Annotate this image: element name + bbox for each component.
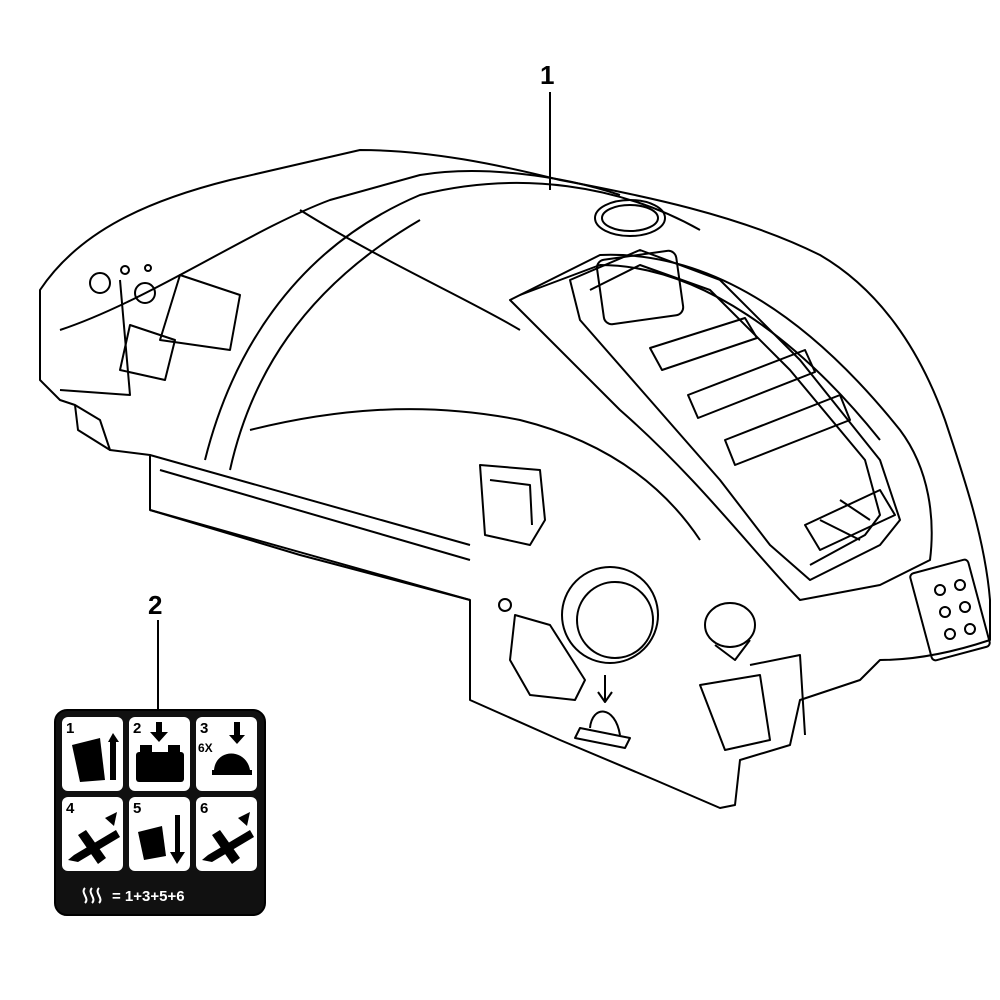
decal-cell-3-extra: 6X bbox=[198, 741, 213, 755]
body-press-down-icon bbox=[136, 722, 184, 782]
instruction-decal-part: 1 2 3 6X 4 5 6 bbox=[54, 709, 266, 916]
engine-cover-part bbox=[39, 149, 991, 809]
decal-cell-5-number: 5 bbox=[133, 800, 141, 817]
callout-label-2: 2 bbox=[148, 590, 163, 620]
decal-cell-1-number: 1 bbox=[66, 720, 74, 737]
decal-cell-4-number: 4 bbox=[66, 800, 75, 817]
primer-bulb-press-icon bbox=[212, 722, 252, 775]
cover-down-icon bbox=[138, 815, 185, 864]
choke-lever-icon bbox=[68, 812, 120, 864]
callout-label-1: 1 bbox=[540, 60, 555, 90]
heat-waves-icon bbox=[82, 887, 102, 904]
decal-cell-3-number: 3 bbox=[200, 720, 208, 737]
cover-tilt-icon bbox=[72, 733, 119, 782]
choke-lever-return-icon bbox=[202, 812, 254, 864]
decal-cell-2-number: 2 bbox=[133, 720, 141, 737]
decal-cell-6-number: 6 bbox=[200, 800, 208, 817]
decal-footer-formula: = 1+3+5+6 bbox=[112, 888, 185, 905]
